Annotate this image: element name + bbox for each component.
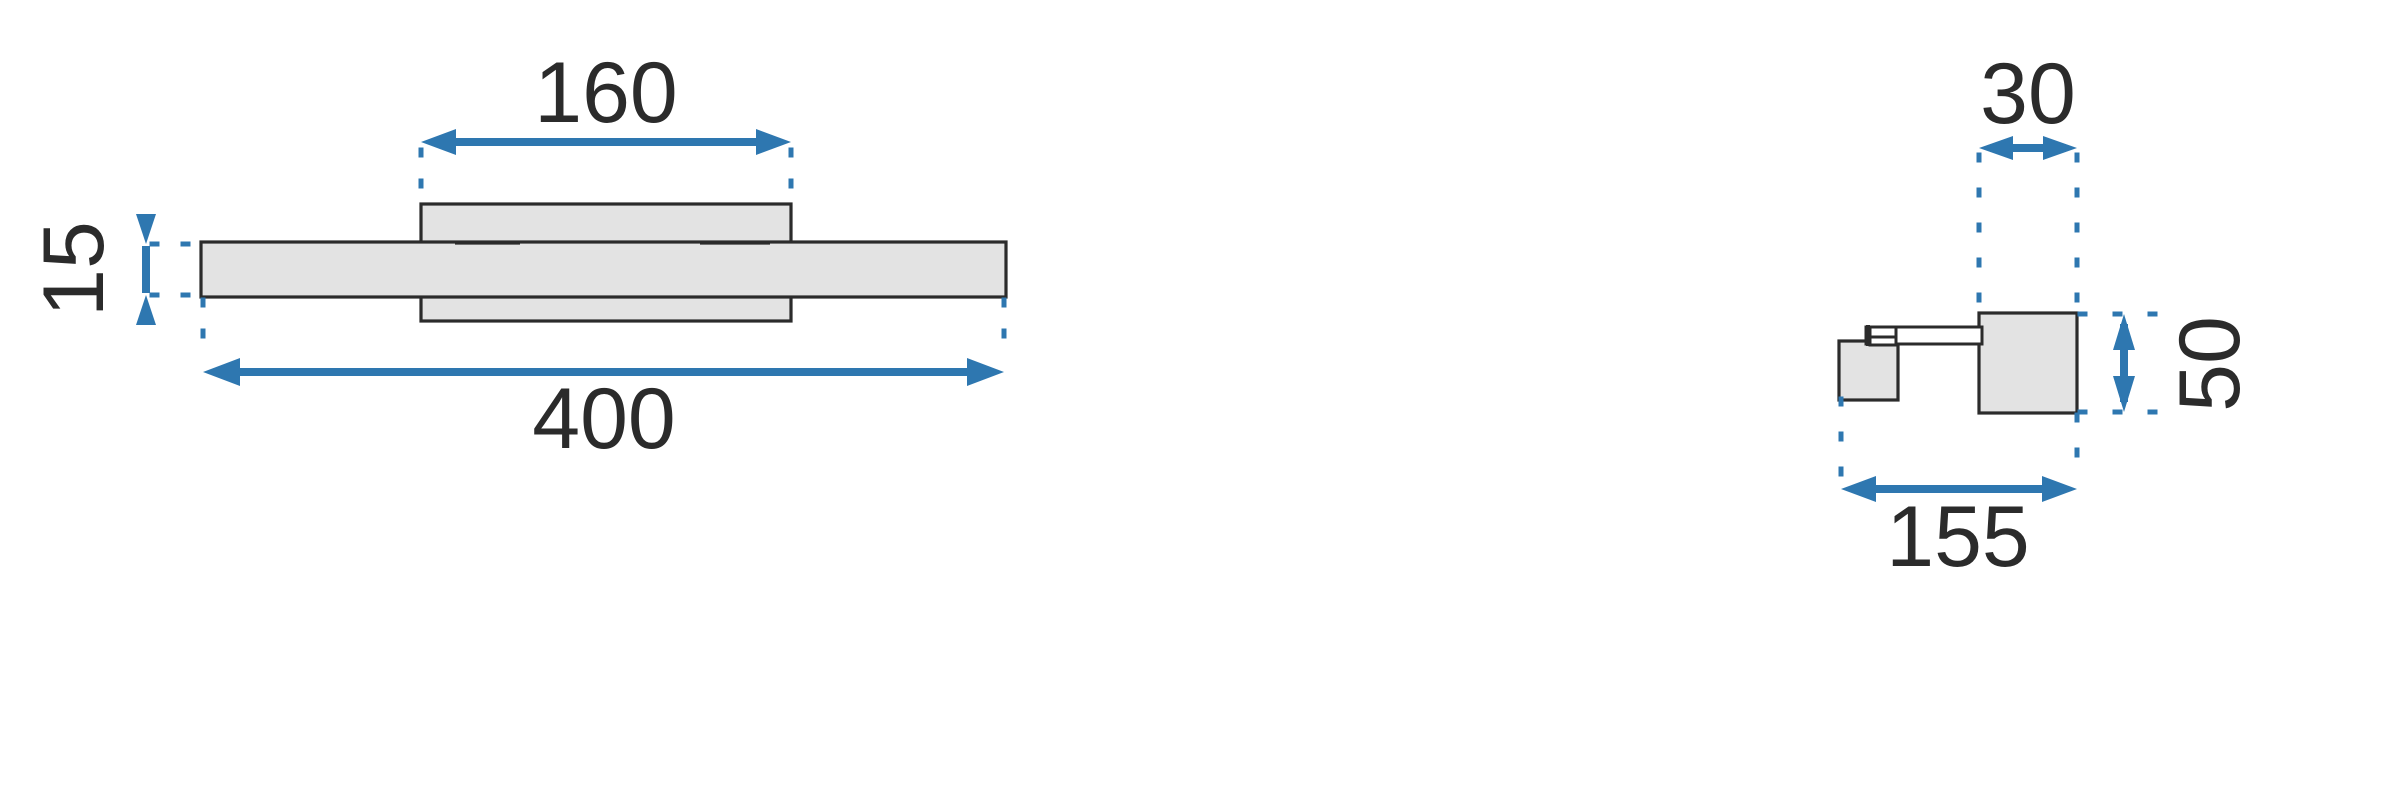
dim-50-arrow-top <box>2113 314 2135 350</box>
dim-155-arrow-right <box>2042 476 2077 502</box>
main-bar <box>199 240 1008 299</box>
dimension-line-50 <box>2113 314 2135 412</box>
dimension-line-15 <box>136 214 156 325</box>
dimension-label-30: 30 <box>1980 46 2076 142</box>
lamp-head-box <box>1977 311 2079 415</box>
dimension-line-155 <box>1841 476 2077 502</box>
dimension-line-160 <box>421 129 791 155</box>
dim-160-arrow-right <box>756 129 791 155</box>
dim-155-arrow-left <box>1841 476 1876 502</box>
dim-160-arrow-left <box>421 129 456 155</box>
dimension-line-30 <box>1979 136 2077 160</box>
arm-clamp-lower <box>1868 335 1898 347</box>
dimension-line-400 <box>203 358 1004 386</box>
dim-50-arrow-bottom <box>2113 376 2135 412</box>
dim-400-arrow-right <box>967 358 1004 386</box>
wall-mount-box <box>1837 339 1900 402</box>
side-view-group: 30 50 155 <box>1837 46 2258 585</box>
dimension-label-155: 155 <box>1886 489 2030 585</box>
front-view-group: 160 400 15 <box>26 45 1008 467</box>
dim-400-arrow-left <box>203 358 240 386</box>
dim-30-arrow-right <box>2043 136 2077 160</box>
dim-30-arrow-left <box>1979 136 2013 160</box>
dimension-label-160: 160 <box>534 45 678 141</box>
dim-15-arrow-bottom <box>136 295 156 325</box>
dim-15-arrow-top <box>136 214 156 244</box>
dimension-label-50: 50 <box>2162 316 2258 412</box>
dimension-label-15: 15 <box>26 221 122 317</box>
dimension-label-400: 400 <box>532 371 676 467</box>
